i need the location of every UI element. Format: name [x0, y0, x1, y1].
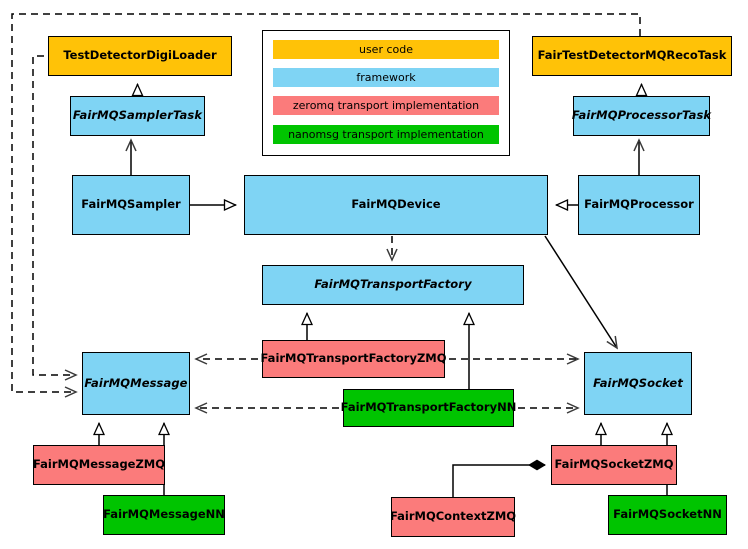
legend-label-user-code: user code: [358, 43, 414, 56]
legend-label-nanomsg: nanomsg transport implementation: [288, 128, 484, 141]
legend-item-zeromq: zeromq transport implementation: [273, 96, 499, 115]
class-node-fairmqsocketzmq[interactable]: FairMQSocketZMQ: [551, 445, 677, 485]
class-node-fairmqmessage[interactable]: FairMQMessage: [82, 352, 190, 415]
legend-box: user code framework zeromq transport imp…: [262, 30, 510, 156]
class-node-fairmqdevice[interactable]: FairMQDevice: [244, 175, 548, 235]
legend-label-framework: framework: [356, 71, 416, 84]
class-node-fairmqsampler[interactable]: FairMQSampler: [72, 175, 190, 235]
class-node-testdetectordigiloader[interactable]: TestDetectorDigiLoader: [48, 36, 232, 76]
legend-item-nanomsg: nanomsg transport implementation: [273, 125, 499, 144]
class-node-fairmqmessagezmq[interactable]: FairMQMessageZMQ: [33, 445, 165, 485]
legend-item-user-code: user code: [273, 40, 499, 59]
class-node-fairmqprocessor[interactable]: FairMQProcessor: [578, 175, 700, 235]
class-node-fairtestdetectormqrecotask[interactable]: FairTestDetectorMQRecoTask: [532, 36, 732, 76]
class-node-fairmqtransportfactory[interactable]: FairMQTransportFactory: [262, 265, 524, 305]
class-node-fairmqcontextzmq[interactable]: FairMQContextZMQ: [390, 497, 516, 537]
edge-device-to-socket: [544, 235, 618, 350]
edge-digiloader-to-message: [32, 55, 78, 381]
legend-item-framework: framework: [273, 68, 499, 87]
legend-label-zeromq: zeromq transport implementation: [292, 99, 480, 112]
class-node-fairmqsamplertask[interactable]: FairMQSamplerTask: [70, 96, 205, 136]
class-node-fairmqprocessortask[interactable]: FairMQProcessorTask: [572, 96, 711, 136]
edge-recotask-to-message: [11, 13, 641, 398]
class-node-fairmqsocketnn[interactable]: FairMQSocketNN: [608, 495, 727, 535]
class-node-fairmqtransportfactorynn[interactable]: FairMQTransportFactoryNN: [341, 389, 516, 427]
class-node-fairmqmessagenn[interactable]: FairMQMessageNN: [103, 495, 225, 535]
class-node-fairmqtransportfactoryzmq[interactable]: FairMQTransportFactoryZMQ: [261, 340, 447, 378]
edge-contextzmq-to-socketzmq: [452, 459, 546, 497]
class-node-fairmqsocket[interactable]: FairMQSocket: [584, 352, 692, 415]
